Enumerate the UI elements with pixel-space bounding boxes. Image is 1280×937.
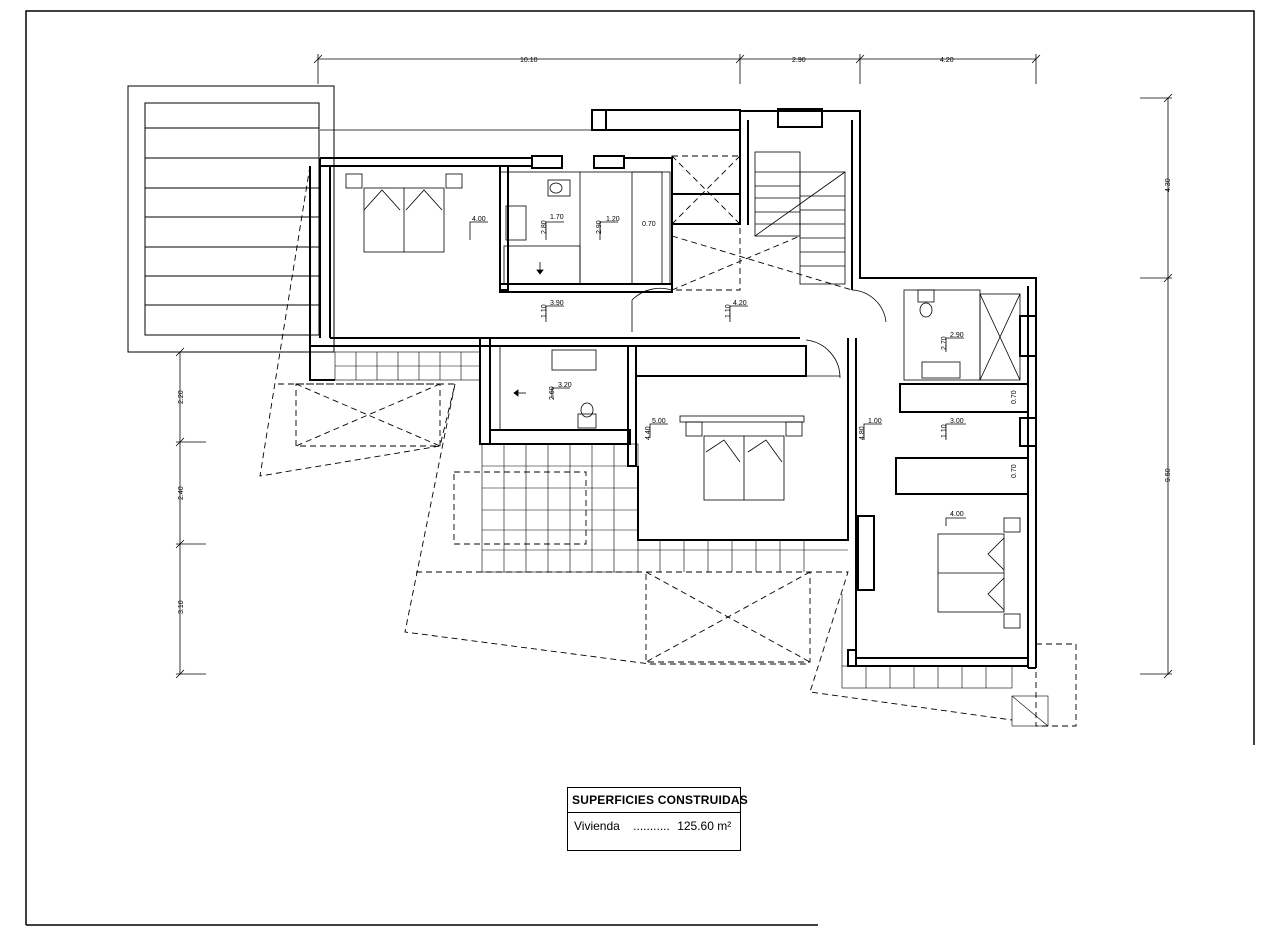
left-dimension-labels: 2.20 2.40 3.10 bbox=[178, 390, 185, 614]
dim-room-9: 1.10 bbox=[725, 304, 732, 318]
dim-room-0: 4.00 bbox=[472, 216, 486, 223]
dim-room-2: 2.80 bbox=[541, 220, 548, 234]
row-dots: ........... bbox=[633, 819, 670, 833]
room-dimension-leaders bbox=[469, 221, 966, 526]
dim-room-10: 2.90 bbox=[950, 332, 964, 339]
dim-room-15: 1.10 bbox=[941, 424, 948, 438]
row-label: Vivienda bbox=[574, 819, 620, 833]
dim-right-1: 9.50 bbox=[1165, 468, 1172, 482]
arrow-icon bbox=[513, 262, 544, 397]
bed-icon bbox=[937, 517, 1021, 629]
right-dimension-labels: 4.30 9.50 bbox=[1165, 178, 1172, 482]
surfaces-table: SUPERFICIES CONSTRUIDAS Vivienda .......… bbox=[567, 787, 748, 851]
toilet-icon bbox=[547, 179, 571, 197]
dashed-projections bbox=[259, 155, 1077, 727]
dim-room-8: 4.20 bbox=[733, 300, 747, 307]
dim-right-0: 4.30 bbox=[1165, 178, 1172, 192]
room-dimension-labels: 4.00 1.70 2.80 1.20 2.90 0.70 3.90 1.10 … bbox=[472, 214, 1018, 518]
dim-room-6: 3.90 bbox=[550, 300, 564, 307]
sheet-frame bbox=[25, 10, 1255, 926]
top-dimension-labels: 10.10 2.90 4.20 bbox=[520, 57, 954, 64]
roof-left bbox=[127, 85, 335, 353]
surfaces-table-row: Vivienda ........... 125.60 m² bbox=[568, 813, 740, 839]
dim-room-16: 0.70 bbox=[1011, 464, 1018, 478]
bed-icon bbox=[345, 173, 463, 253]
dim-room-12: 0.70 bbox=[1011, 390, 1018, 404]
staircase bbox=[754, 151, 846, 285]
dim-room-17: 3.20 bbox=[558, 382, 572, 389]
dim-room-13: 1.00 bbox=[868, 418, 882, 425]
dim-room-21: 4.80 bbox=[859, 426, 866, 440]
toilet-icon bbox=[917, 289, 935, 318]
dim-left-1: 2.40 bbox=[178, 486, 185, 500]
dim-top-1: 2.90 bbox=[792, 57, 806, 64]
dim-room-11: 2.70 bbox=[941, 336, 948, 350]
dim-room-4: 2.90 bbox=[596, 220, 603, 234]
row-value: 125.60 m² bbox=[677, 819, 732, 833]
bed-icon bbox=[685, 421, 803, 501]
exterior-walls bbox=[309, 108, 1037, 669]
dim-room-20: 4.40 bbox=[645, 426, 652, 440]
dim-room-7: 1.10 bbox=[541, 304, 548, 318]
dim-left-0: 2.20 bbox=[178, 390, 185, 404]
terrace-tiles bbox=[334, 351, 1049, 727]
dimension-lines bbox=[175, 54, 1173, 679]
dim-top-0: 10.10 bbox=[520, 57, 538, 64]
dim-room-14: 3.00 bbox=[950, 418, 964, 425]
dim-top-2: 4.20 bbox=[940, 57, 954, 64]
dim-room-19: 5.00 bbox=[652, 418, 666, 425]
dim-room-1: 1.70 bbox=[550, 214, 564, 221]
toilet-icon bbox=[577, 402, 597, 429]
interior-lines bbox=[320, 129, 1021, 431]
dim-room-5: 0.70 bbox=[642, 221, 656, 228]
dim-left-2: 3.10 bbox=[178, 600, 185, 614]
surfaces-table-title: SUPERFICIES CONSTRUIDAS bbox=[568, 788, 748, 813]
dim-room-3: 1.20 bbox=[606, 216, 620, 223]
dim-room-18: 2.60 bbox=[549, 386, 556, 400]
dim-room-22: 4.00 bbox=[950, 511, 964, 518]
